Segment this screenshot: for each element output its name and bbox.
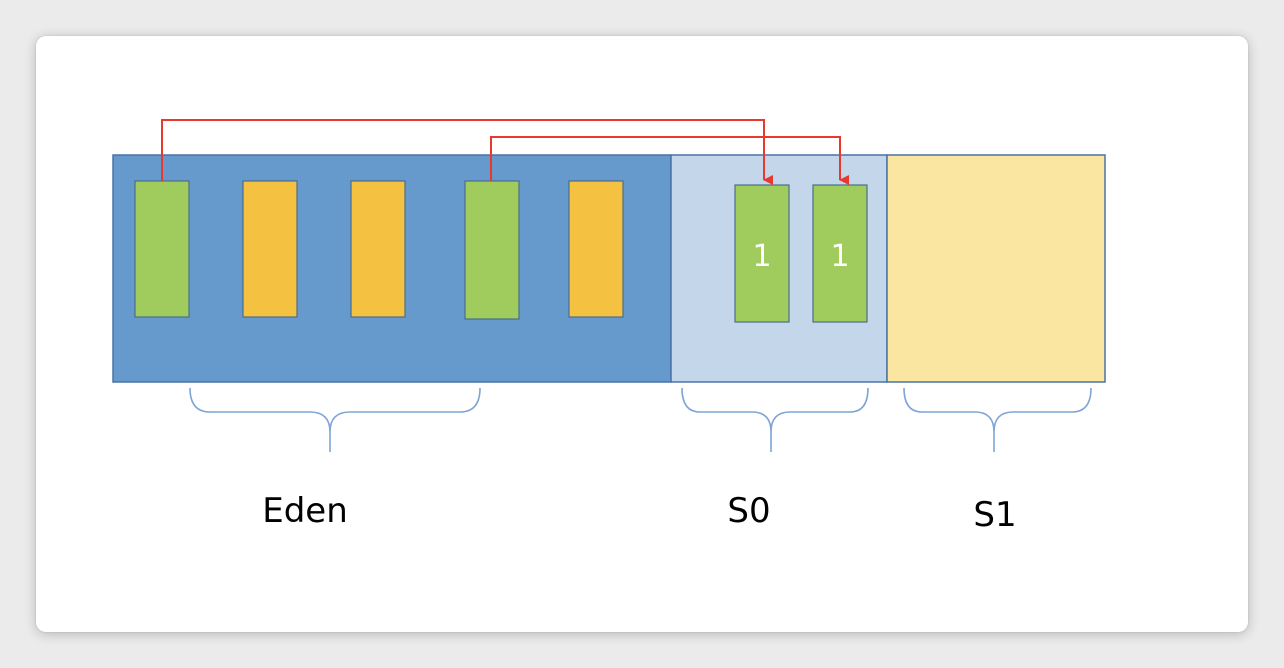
s0-object-age: 1	[752, 239, 771, 274]
s0-brace	[681, 387, 869, 452]
s0-label: S0	[727, 491, 770, 531]
eden-object	[134, 180, 190, 318]
s0-object	[734, 184, 790, 323]
eden-object	[350, 180, 406, 318]
eden-label: Eden	[262, 491, 348, 531]
eden-object	[464, 180, 520, 320]
eden-object	[242, 180, 298, 318]
copy-arrow	[490, 136, 849, 185]
s0-object-age: 1	[830, 239, 849, 274]
s0-object	[812, 184, 868, 323]
eden-brace	[189, 387, 481, 452]
eden-object	[568, 180, 624, 318]
copy-arrow	[161, 119, 773, 185]
s1-brace	[903, 387, 1092, 452]
s1-label: S1	[973, 495, 1016, 535]
s1-region	[886, 154, 1106, 383]
